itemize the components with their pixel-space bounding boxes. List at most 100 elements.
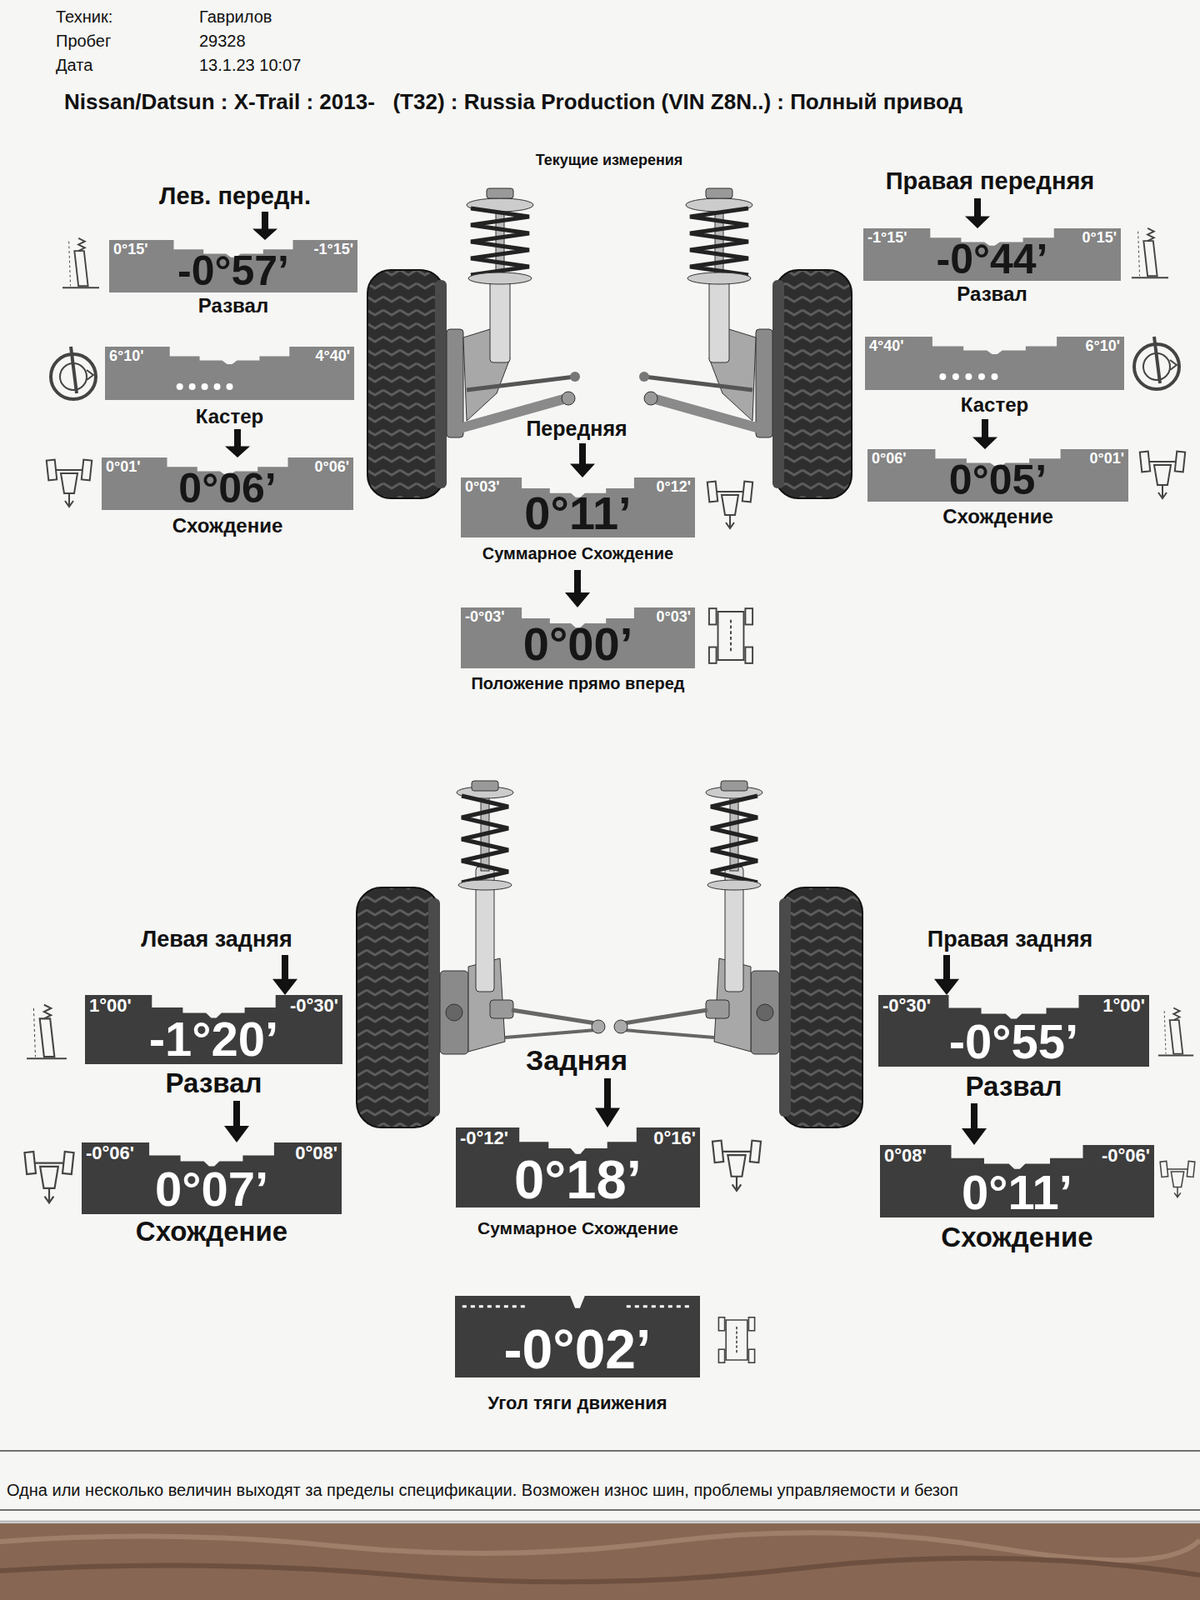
gauge-box: 6°10'4°40'Кастер: [105, 346, 355, 400]
measured-value: 0°00’: [523, 620, 633, 668]
scale-min: -0°12': [460, 1129, 509, 1148]
scale-dot: [226, 383, 234, 390]
scale-min: 0°01': [105, 459, 141, 475]
gauge-box: 0°01'0°06'0°06’Схождение: [101, 457, 354, 510]
pointer-arrow: [225, 429, 250, 458]
axle-heading: Передняя: [525, 416, 627, 441]
scale-dot: [176, 383, 184, 390]
measured-value: -0°02’: [504, 1321, 652, 1377]
scale-max: 0°15': [1081, 230, 1117, 245]
straight-ahead-icon: [709, 608, 753, 664]
scale-max: 0°12': [655, 479, 691, 495]
scale-min: -0°30': [882, 996, 931, 1015]
scale-notch: [570, 1295, 585, 1309]
measured-value: 0°07’: [155, 1165, 269, 1214]
total-toe-icon: [707, 481, 753, 529]
gauge-caption: Развал: [165, 1068, 263, 1099]
gauge-scale: [865, 336, 1125, 390]
pointer-arrow: [972, 419, 998, 450]
gauge-caption: Суммарное Схождение: [477, 1218, 679, 1238]
caster-icon: [50, 346, 96, 400]
scale-min: 0°03': [465, 479, 500, 495]
carpet-texture: [0, 1558, 1200, 1583]
gauge-box: 1°00'-0°30'-1°20’Развал: [85, 995, 343, 1065]
field-value: 13.1.23 10:07: [199, 55, 301, 75]
gauge-caption: Схождение: [135, 1216, 288, 1247]
field-value: 29328: [199, 31, 246, 51]
field-name: Дата: [55, 55, 93, 75]
pointer-arrow: [272, 955, 298, 995]
gauge-box: 4°40'6°10'Кастер: [865, 336, 1125, 390]
scale-notch: [519, 1127, 637, 1155]
measured-value: -0°55’: [949, 1017, 1079, 1066]
measured-value: 0°06’: [178, 467, 276, 510]
gauge-caption: Кастер: [195, 405, 264, 428]
scale-dot: [978, 373, 985, 380]
scale-dot: [214, 383, 221, 390]
gauge-caption: Схождение: [942, 505, 1054, 528]
thrust-angle-icon: [718, 1317, 755, 1363]
scale-max: 1°00': [1102, 996, 1145, 1015]
gauge-caption: Угол тяги движения: [487, 1393, 667, 1414]
gauge-caption: Схождение: [940, 1222, 1093, 1253]
scale-max: -1°15': [313, 241, 354, 257]
front-left-suspension: [367, 188, 580, 499]
gauge-box: 0°15'-1°15'-0°57’Развал: [109, 240, 358, 293]
scale-notch: [170, 346, 290, 365]
toe-icon: [46, 460, 92, 507]
field-name: Пробег: [55, 31, 111, 51]
scale-dot: [201, 383, 209, 390]
gauge-caption: Развал: [956, 283, 1027, 305]
scale-max: 4°40': [315, 348, 350, 364]
scale-min: 0°15': [113, 241, 149, 257]
gauge-box: -0°03'0°03'0°00’Положение прямо вперед: [460, 607, 695, 669]
scale-max: 0°16': [653, 1129, 696, 1148]
toe-icon: [1140, 451, 1185, 499]
gauge-box: -0°02’Угол тяги движения: [455, 1295, 700, 1378]
toe-icon: [1160, 1160, 1195, 1197]
measured-value: 0°05’: [949, 459, 1047, 501]
scale-max: -0°06': [1101, 1146, 1150, 1165]
scale-min: -0°03': [465, 609, 505, 625]
axle-heading: Задняя: [525, 1044, 628, 1077]
field-name: Техник:: [55, 7, 113, 27]
measured-value: 0°18’: [514, 1152, 642, 1207]
measured-value: -0°57’: [177, 250, 290, 292]
pointer-arrow: [965, 198, 990, 229]
section-heading: Текущие измерения: [535, 151, 684, 170]
scale-max: 6°10': [1085, 338, 1120, 354]
measured-value: 0°11’: [524, 490, 631, 537]
scale-min: -1°15': [867, 230, 908, 245]
measured-value: 0°11’: [961, 1168, 1073, 1217]
scale-dashes: [462, 1305, 529, 1308]
scale-min: 6°10': [109, 348, 145, 364]
scale-notch: [949, 995, 1080, 1019]
scale-min: 4°40': [869, 338, 905, 354]
scale-min: -0°06': [85, 1144, 135, 1163]
gauge-caption: Положение прямо вперед: [470, 674, 685, 693]
pointer-arrow: [595, 1078, 620, 1128]
toe-icon: [24, 1151, 74, 1203]
wheel-heading: Правая задняя: [927, 926, 1093, 953]
table-surface: [0, 1523, 1200, 1600]
gauge-caption: Схождение: [172, 515, 284, 537]
pointer-arrow: [565, 570, 590, 608]
front-right-suspension: [639, 188, 852, 499]
gauge-box: -0°30'1°00'-0°55’Развал: [878, 995, 1150, 1067]
scale-dot: [939, 373, 946, 380]
measured-value: -1°20’: [149, 1015, 279, 1064]
gauge-box: -0°06'0°08'0°07’Схождение: [81, 1142, 342, 1215]
rear-right-suspension: [614, 780, 863, 1128]
gauge-box: 0°06'0°01'0°05’Схождение: [867, 449, 1129, 502]
wheel-heading: Левая задняя: [140, 926, 293, 953]
scale-dot: [965, 373, 972, 380]
caster-icon: [1134, 336, 1180, 390]
pointer-arrow: [252, 211, 278, 240]
scale-max: -0°30': [290, 996, 339, 1015]
gauge-box: -1°15'0°15'-0°44’Развал: [863, 228, 1121, 281]
paper-edge: [0, 1520, 1200, 1524]
gauge-box: 0°03'0°12'0°11’Суммарное Схождение: [460, 477, 695, 538]
scale-max: 0°08': [295, 1144, 338, 1163]
camber-icon: [26, 1005, 67, 1059]
